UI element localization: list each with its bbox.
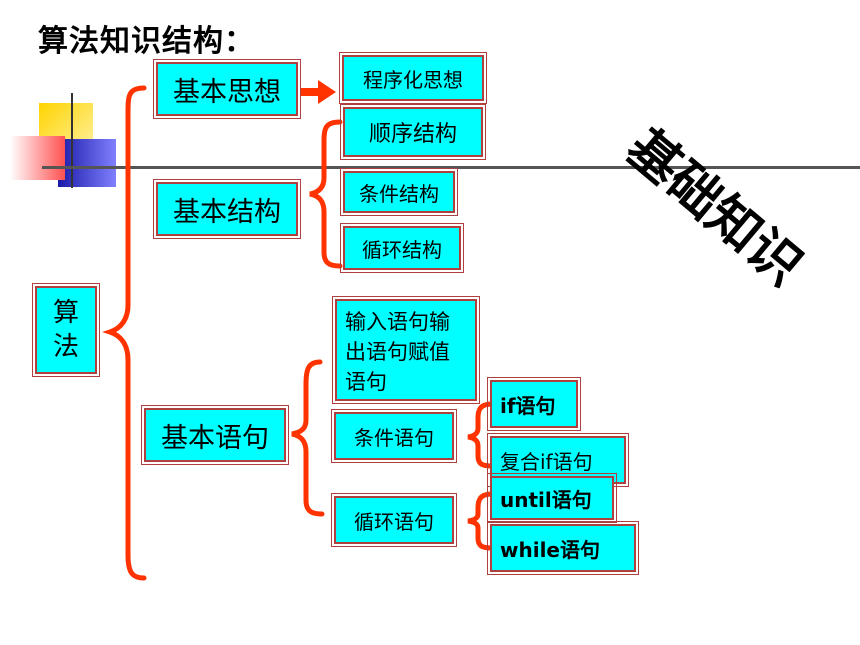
box-loop-statement: 循环语句 xyxy=(331,493,457,547)
deco-horizontal-line xyxy=(42,166,860,169)
box-basic-statement: 基本语句 xyxy=(141,405,289,465)
deco-vertical-line xyxy=(71,93,73,188)
loop-brace xyxy=(467,491,495,551)
box-sequence-structure: 顺序结构 xyxy=(340,104,486,160)
root-line-2: 法 xyxy=(52,332,79,362)
box-basic-thought: 基本思想 xyxy=(153,59,301,119)
root-line-1: 算 xyxy=(52,298,79,328)
root-box-algorithm: 算 法 xyxy=(32,283,100,377)
box-while-statement: while语句 xyxy=(487,521,639,575)
condition-brace xyxy=(467,401,495,469)
deco-red-square xyxy=(10,136,65,180)
box-until-statement: until语句 xyxy=(487,473,617,523)
io-line-1: 输入语句输 xyxy=(345,310,450,334)
arrow-connector xyxy=(300,80,336,104)
statement-brace xyxy=(291,359,325,517)
io-line-3: 语句 xyxy=(345,370,387,394)
box-loop-structure: 循环结构 xyxy=(340,223,464,273)
io-line-2: 出语句赋值 xyxy=(345,340,450,364)
deco-blue-square xyxy=(58,139,116,187)
main-brace xyxy=(102,85,147,581)
box-procedural-thought: 程序化思想 xyxy=(339,52,487,104)
box-basic-structure: 基本结构 xyxy=(153,179,301,239)
box-io-assign-statements: 输入语句输 出语句赋值 语句 xyxy=(332,296,480,404)
box-if-statement: if语句 xyxy=(487,377,581,431)
structure-brace xyxy=(309,119,343,269)
page-title: 算法知识结构： xyxy=(38,24,255,59)
box-condition-statement: 条件语句 xyxy=(331,409,457,463)
box-condition-structure: 条件结构 xyxy=(340,168,458,216)
